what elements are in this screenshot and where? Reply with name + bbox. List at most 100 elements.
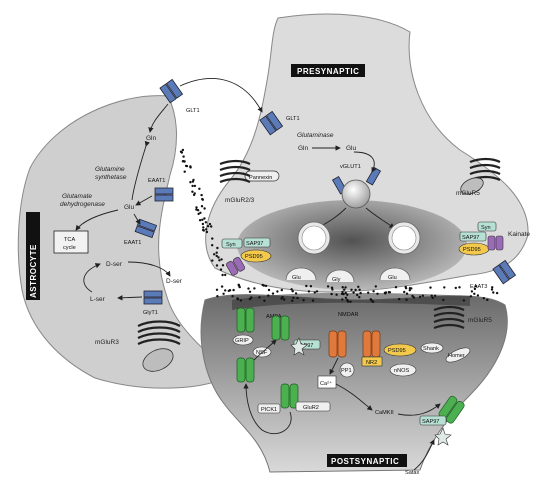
pre-syn-label: Syn <box>226 242 236 248</box>
glutamate-dot <box>433 294 437 297</box>
glutamate-dot <box>429 286 432 289</box>
glutamate-dot <box>469 295 473 298</box>
glutamate-dot <box>205 230 209 234</box>
pick1-label: PICK1 <box>261 407 277 413</box>
glutamate-dot <box>221 264 225 267</box>
glutamate-dot <box>193 192 196 195</box>
glutamate-dot <box>491 286 494 289</box>
glutamate-dot <box>222 292 225 295</box>
glutamate-dot <box>253 287 256 290</box>
postsynaptic-banner <box>327 454 407 467</box>
eaat3-transporter <box>492 259 517 285</box>
glutamate-dot <box>376 292 379 295</box>
glutamate-dot <box>198 219 202 222</box>
glutamate-dot <box>182 155 185 158</box>
glutamate-dot <box>211 259 214 262</box>
homer-label: Homer <box>448 353 465 359</box>
pre-syn-right-box <box>477 221 497 232</box>
glutamate-dot <box>232 288 235 292</box>
pre-sap97-right-box <box>459 231 487 242</box>
glutamate-dot <box>238 285 241 289</box>
astro-dser-left: D-ser <box>106 261 123 268</box>
astro-mglur3-label: mGluR3 <box>95 339 119 346</box>
nnos-label: nNOS <box>394 368 410 374</box>
glt1-shuttle-arc <box>179 78 263 113</box>
fusing-vesicle-b <box>325 269 355 283</box>
glutamate-dot <box>291 299 294 302</box>
fusing-vesicle-c <box>379 267 411 281</box>
glutamate-dot <box>344 296 348 299</box>
glutamate-dot <box>430 294 433 297</box>
astro-glt1-to-gln <box>148 103 169 133</box>
glutamate-dehydrogenase-l2: dehydrogenase <box>60 201 105 208</box>
psd95-post-ellipse <box>383 343 417 357</box>
glutamate-dot <box>203 207 206 210</box>
nnos-ellipse <box>389 363 417 377</box>
ampa-receptor-4 <box>280 383 299 409</box>
pre-kainate-receptor-right <box>487 235 504 251</box>
glutamate-dot <box>474 285 478 288</box>
glutamate-dot <box>250 296 253 299</box>
loading-vesicle <box>341 179 371 209</box>
glutamate-dot <box>248 297 252 301</box>
release-label-a: Glu <box>292 275 301 281</box>
camkii-to-ampa <box>397 403 441 416</box>
postsynaptic-label: POSTSYNAPTIC <box>331 457 399 466</box>
astro-mglur3-receptor <box>137 320 181 372</box>
glt1-presynaptic-transporter <box>259 110 284 136</box>
pre-glu-label: Glu <box>346 145 357 152</box>
glutamate-dot <box>189 165 192 169</box>
eaat3-label: EAAT3 <box>470 284 487 290</box>
glutamate-dot <box>330 286 334 289</box>
glutamate-dot <box>195 208 198 211</box>
glutamate-dot <box>181 148 185 152</box>
glyt1-transporter <box>143 290 163 305</box>
glutamate-dot <box>387 291 390 294</box>
glutamate-dot <box>359 291 362 295</box>
glutamate-dot <box>191 184 194 188</box>
glutamate-dot <box>473 287 477 291</box>
glutamate-dot <box>313 291 316 294</box>
glutamate-dot <box>200 193 203 197</box>
nmda-receptor-1 <box>328 330 347 358</box>
ca-arrow <box>335 383 373 411</box>
pre-sap97-label: SAP97 <box>246 241 263 247</box>
release-label-c: Glu <box>388 275 397 281</box>
shank-label: Shank <box>423 346 439 352</box>
psd95-post-label: PSD95 <box>388 348 406 354</box>
glutamate-dot <box>307 290 311 293</box>
pre-gln-label: Gln <box>298 145 309 152</box>
glutamate-dot <box>283 298 286 301</box>
glutamate-dot <box>294 292 298 295</box>
glutamine-synthetase-l2: synthetase <box>95 174 127 181</box>
glutamate-dot <box>215 264 219 267</box>
nr2-label: NR2 <box>366 360 377 366</box>
glutamate-dot <box>412 296 416 299</box>
stargazin-star <box>434 427 452 446</box>
pp1-label: PP1 <box>341 368 352 374</box>
glutamate-dot <box>354 288 357 292</box>
glutamate-dot <box>224 273 227 277</box>
glutamate-dots <box>179 148 499 303</box>
glutamine-synthetase-l1: Glutamine <box>95 166 125 173</box>
glutamate-dot <box>335 293 338 296</box>
glutamate-dot <box>470 290 474 293</box>
glutamate-dot <box>309 285 313 288</box>
glutamate-dot <box>199 211 202 214</box>
glutamate-dot <box>193 184 197 188</box>
pre-sap97-box <box>243 237 271 248</box>
pre-syn-right-label: Syn <box>481 225 491 231</box>
tca-l1: TCA <box>64 237 75 243</box>
ampa-receptor-2 <box>271 315 290 341</box>
glutamate-dot <box>358 296 361 299</box>
astro-glu-to-eaat <box>133 213 141 225</box>
ampa-receptor-1 <box>236 307 255 333</box>
glutamate-dot <box>408 289 411 292</box>
glutamate-dot <box>418 295 422 298</box>
glutamate-dot <box>267 288 271 292</box>
glutamate-dot <box>404 287 408 290</box>
pre-kainate-receptor-left <box>226 256 246 276</box>
glutamate-dot <box>344 286 347 289</box>
glutamate-dehydrogenase-l1: Glutamate <box>62 193 92 200</box>
pre-psd95-box <box>240 249 272 263</box>
